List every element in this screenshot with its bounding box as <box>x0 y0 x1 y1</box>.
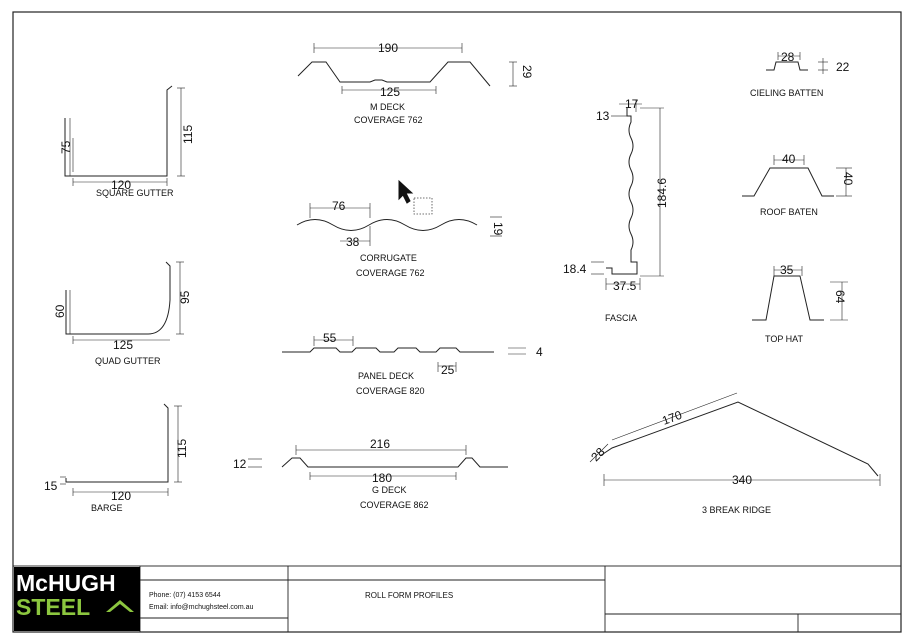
company-logo: McHUGH STEEL <box>14 567 140 631</box>
m-deck-pan-dim: 125 <box>380 85 400 99</box>
ceiling-batten-label: CIELING BATTEN <box>750 88 823 98</box>
quad-gutter-width-dim: 125 <box>113 338 133 352</box>
fascia-profile <box>591 100 664 290</box>
logo-roof-icon <box>106 600 134 612</box>
m-deck-height-dim: 29 <box>520 65 534 79</box>
corrugate-coverage: COVERAGE 762 <box>356 268 425 278</box>
fascia-top-dim: 17 <box>625 97 639 111</box>
quad-gutter-back-dim: 95 <box>178 290 192 304</box>
panel-deck-pitch-dim: 55 <box>323 331 337 345</box>
panel-deck-rib-dim: 25 <box>441 363 455 377</box>
ceiling-batten-height-dim: 22 <box>836 60 850 74</box>
square-gutter-front-dim: 75 <box>59 140 73 154</box>
barge-width-dim: 120 <box>111 489 131 503</box>
top-hat-height-dim: 64 <box>833 290 847 304</box>
logo-text-bottom: STEEL <box>16 594 90 620</box>
roof-batten-profile <box>742 155 852 197</box>
square-gutter-label: SQUARE GUTTER <box>96 188 174 198</box>
mouse-cursor-icon <box>398 179 433 215</box>
fascia-height-dim: 184.6 <box>655 178 669 208</box>
roof-batten-label: ROOF BATEN <box>760 207 818 217</box>
ridge-span-dim: 340 <box>732 473 752 487</box>
m-deck-pitch-dim: 190 <box>378 41 398 55</box>
panel-deck-height-dim: 4 <box>536 345 543 359</box>
quad-gutter-profile <box>65 261 184 344</box>
roof-batten-width-dim: 40 <box>782 152 796 166</box>
corrugate-pitch-dim: 76 <box>332 199 346 213</box>
ceiling-batten-profile <box>766 52 828 74</box>
fascia-base-dim: 37.5 <box>613 279 637 293</box>
sheet-border <box>12 11 902 633</box>
square-gutter-profile <box>64 85 185 186</box>
g-deck-label: G DECK <box>372 485 407 495</box>
drawing-title: ROLL FORM PROFILES <box>365 591 453 600</box>
fascia-hook-dim: 18.4 <box>563 262 587 276</box>
g-deck-profile <box>248 445 508 480</box>
ridge-label: 3 BREAK RIDGE <box>702 505 771 515</box>
ridge-profile <box>589 392 881 486</box>
m-deck-label: M DECK <box>370 102 405 112</box>
barge-lip-dim: 15 <box>44 479 58 493</box>
corrugate-half-dim: 38 <box>346 235 360 249</box>
g-deck-pan-dim: 180 <box>372 471 392 485</box>
quad-gutter-label: QUAD GUTTER <box>95 356 161 366</box>
fascia-lip-dim: 13 <box>596 109 610 123</box>
square-gutter-back-dim: 115 <box>181 125 195 144</box>
roof-batten-height-dim: 40 <box>841 172 855 186</box>
g-deck-coverage: COVERAGE 862 <box>360 500 429 510</box>
top-hat-profile <box>752 266 848 321</box>
top-hat-width-dim: 35 <box>780 263 794 277</box>
panel-deck-profile <box>282 336 526 372</box>
corrugate-label: CORRUGATE <box>360 253 417 263</box>
panel-deck-coverage: COVERAGE 820 <box>356 386 425 396</box>
m-deck-profile <box>297 43 517 94</box>
company-phone: Phone: (07) 4153 6544 <box>149 592 221 599</box>
top-hat-label: TOP HAT <box>765 334 804 344</box>
barge-profile <box>60 403 182 496</box>
company-email: Email: info@mchughsteel.com.au <box>149 604 253 611</box>
g-deck-outer-dim: 216 <box>370 437 390 451</box>
corrugate-height-dim: 19 <box>491 222 505 236</box>
barge-height-dim: 115 <box>175 439 189 458</box>
logo-text-top: McHUGH <box>16 570 116 596</box>
square-gutter-width-dim: 120 <box>111 178 131 192</box>
ceiling-batten-width-dim: 28 <box>781 50 795 64</box>
g-deck-height-dim: 12 <box>233 457 247 471</box>
quad-gutter-front-dim: 60 <box>53 304 67 318</box>
fascia-label: FASCIA <box>605 313 637 323</box>
panel-deck-label: PANEL DECK <box>358 371 414 381</box>
barge-label: BARGE <box>91 503 123 513</box>
title-block <box>12 565 902 633</box>
corrugate-profile <box>296 203 502 246</box>
ridge-slope-dim: 170 <box>660 408 684 428</box>
m-deck-coverage: COVERAGE 762 <box>354 115 423 125</box>
